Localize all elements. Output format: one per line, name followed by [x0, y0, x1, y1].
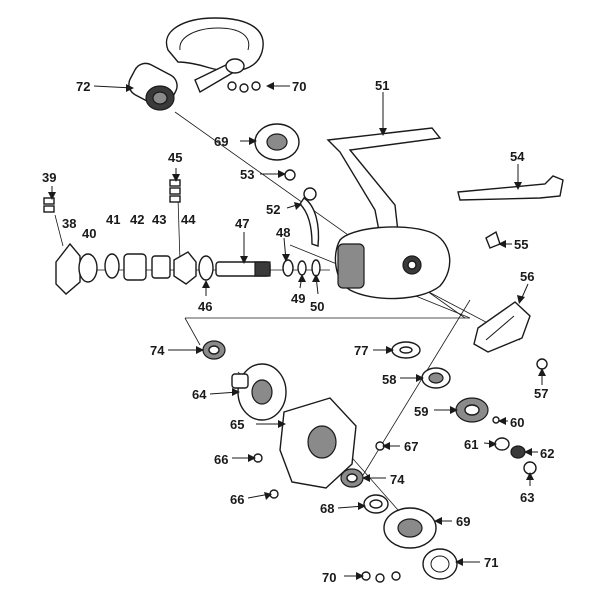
washer-77: [391, 341, 421, 359]
side-plate-65: [279, 397, 357, 489]
label-69-top: 69: [214, 134, 228, 149]
screw-57: [536, 358, 548, 370]
part-labels: 72 70 69 51 54 53 52 55 56 57 39 38 40 4…: [42, 78, 554, 585]
cap-69-bottom: [383, 507, 437, 549]
rotor-cover-56: [473, 301, 531, 353]
screws-66: [253, 453, 279, 499]
label-52: 52: [266, 202, 280, 217]
label-61: 61: [464, 437, 478, 452]
label-63: 63: [520, 490, 534, 505]
washer-53: [284, 169, 296, 181]
ring-68: [363, 494, 389, 514]
label-46: 46: [198, 299, 212, 314]
label-71: 71: [484, 555, 498, 570]
label-70-bottom: 70: [322, 570, 336, 585]
label-49: 49: [291, 291, 305, 306]
label-50: 50: [310, 299, 324, 314]
label-77: 77: [354, 343, 368, 358]
label-58: 58: [382, 372, 396, 387]
washer-61: [494, 437, 510, 451]
clip-55: [485, 230, 501, 249]
label-45: 45: [168, 150, 182, 165]
label-48: 48: [276, 225, 290, 240]
gear-59: [455, 397, 489, 423]
label-54: 54: [510, 149, 525, 164]
label-57: 57: [534, 386, 548, 401]
leader-lines: [51, 85, 543, 577]
handle-assembly: [128, 17, 264, 111]
ring-58: [421, 367, 451, 389]
bolts-45: [169, 179, 181, 203]
label-42: 42: [130, 212, 144, 227]
label-62: 62: [540, 446, 554, 461]
label-47: 47: [235, 216, 249, 231]
arrowheads: [48, 82, 546, 580]
pin-60: [492, 416, 500, 424]
label-39: 39: [42, 170, 56, 185]
label-40: 40: [82, 226, 96, 241]
label-56: 56: [520, 269, 534, 284]
bearing-62: [510, 445, 526, 459]
bearing-74-top: [202, 340, 226, 360]
label-44: 44: [181, 212, 196, 227]
label-51: 51: [375, 78, 389, 93]
label-64: 64: [192, 387, 207, 402]
label-38: 38: [62, 216, 76, 231]
gear-64: [231, 363, 287, 421]
label-60: 60: [510, 415, 524, 430]
label-59: 59: [414, 404, 428, 419]
label-53: 53: [240, 167, 254, 182]
label-43: 43: [152, 212, 166, 227]
reel-body-51: [326, 127, 451, 300]
arm-52: [299, 187, 320, 247]
label-67: 67: [404, 439, 418, 454]
label-74-top: 74: [150, 343, 165, 358]
label-41: 41: [106, 212, 120, 227]
cap-69-top: [254, 123, 300, 161]
screws-70-top: [227, 81, 261, 93]
bolts-39: [43, 197, 55, 213]
knob-71: [422, 548, 458, 580]
label-66-upper: 66: [214, 452, 228, 467]
screws-70-bottom: [361, 571, 401, 583]
label-74-bottom: 74: [390, 472, 405, 487]
label-66-lower: 66: [230, 492, 244, 507]
label-65: 65: [230, 417, 244, 432]
bail-arm-54: [457, 175, 564, 201]
label-72: 72: [76, 79, 90, 94]
label-70-top: 70: [292, 79, 306, 94]
label-55: 55: [514, 237, 528, 252]
bearing-74-bottom: [340, 468, 364, 488]
label-68: 68: [320, 501, 334, 516]
left-parts-stack: [55, 242, 321, 295]
label-69-bottom: 69: [456, 514, 470, 529]
